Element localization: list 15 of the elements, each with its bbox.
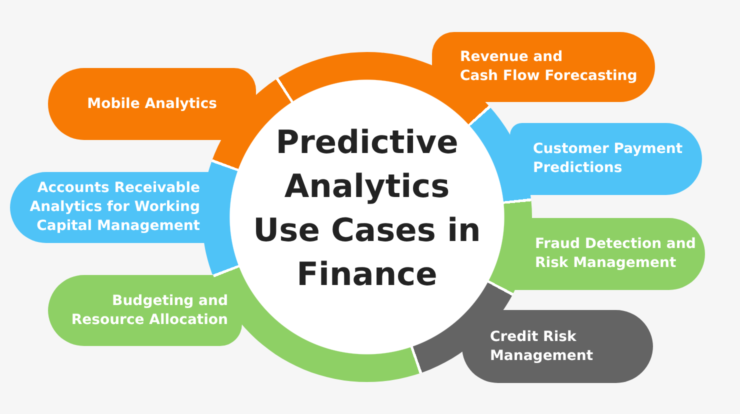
- use-case-pill: [462, 310, 653, 383]
- use-case-pill: [515, 218, 705, 290]
- use-case-pill: [48, 68, 256, 140]
- use-case-label: Mobile Analytics: [87, 94, 217, 114]
- use-case-label: Revenue and Cash Flow Forecasting: [460, 48, 638, 86]
- hub-heading: Predictive Analytics Use Cases in Finance: [253, 122, 481, 295]
- use-case-pill: [48, 275, 242, 346]
- use-case-label: Fraud Detection and Risk Management: [535, 235, 696, 273]
- use-case-label: Accounts Receivable Analytics for Working Capital Management: [30, 179, 200, 236]
- use-case-label: Customer Payment Predictions: [533, 140, 683, 178]
- use-case-pill: [432, 32, 655, 102]
- use-case-pill: [10, 172, 209, 243]
- use-case-label: Credit Risk Management: [490, 328, 594, 366]
- use-case-pill: [510, 123, 702, 195]
- use-case-label: Budgeting and Resource Allocation: [71, 292, 228, 330]
